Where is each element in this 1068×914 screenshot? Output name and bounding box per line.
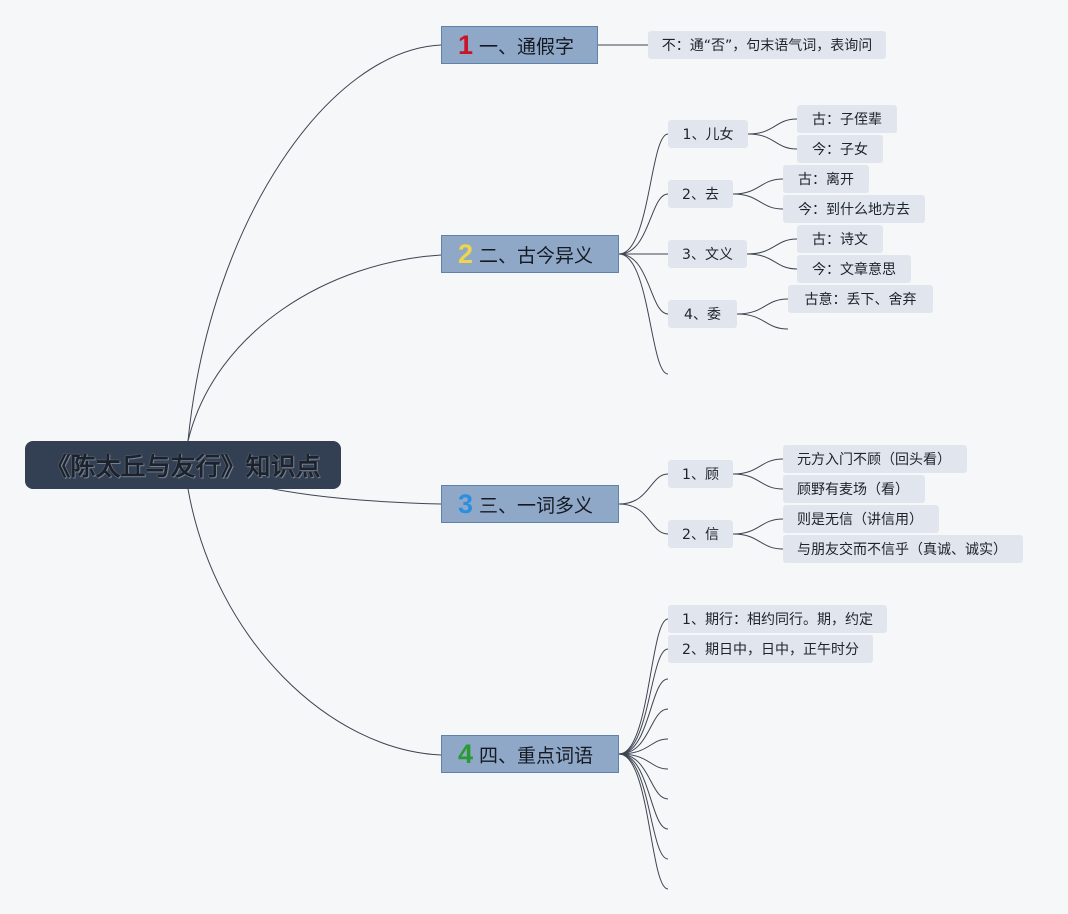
number-1-icon: 1 xyxy=(458,29,474,60)
subtopic-label: 1、顾 xyxy=(682,467,719,483)
branch-yiciduoyi[interactable]: 3 三、一词多义 xyxy=(441,485,619,523)
leaf-qirizhong[interactable]: 2、期日中，日中，正午时分 xyxy=(668,635,873,663)
leaf-label: 古意：丢下、舍弃 xyxy=(804,292,917,308)
branch-label: 二、古今异义 xyxy=(479,244,594,267)
leaf-qu-jin[interactable]: 今：到什么地方去 xyxy=(783,195,925,223)
number-4-icon: 4 xyxy=(458,738,474,769)
leaf-qixing[interactable]: 1、期行：相约同行。期，约定 xyxy=(668,605,887,633)
branch-gujinyiyi[interactable]: 2 二、古今异义 xyxy=(441,235,619,273)
root-topic-label: 《陈太丘与友行》知识点 xyxy=(45,452,321,481)
branch-label: 三、一词多义 xyxy=(479,494,594,517)
subtopic-xin[interactable]: 2、信 xyxy=(668,520,733,548)
leaf-ernv-jin[interactable]: 今：子女 xyxy=(797,135,883,163)
leaf-wenyi-jin[interactable]: 今：文章意思 xyxy=(797,255,911,283)
branch-label: 四、重点词语 xyxy=(479,744,594,767)
leaf-label: 与朋友交而不信乎（真诚、诚实） xyxy=(797,542,1007,558)
subtopic-label: 1、儿女 xyxy=(682,127,734,143)
leaf-label: 2、期日中，日中，正午时分 xyxy=(682,642,859,658)
leaf-xin-2[interactable]: 与朋友交而不信乎（真诚、诚实） xyxy=(783,535,1023,563)
branch-label: 一、通假字 xyxy=(479,35,575,58)
subtopic-wenyi[interactable]: 3、文义 xyxy=(668,240,747,268)
leaf-label: 不：通“否”，句末语气词，表询问 xyxy=(661,38,873,54)
leaf-label: 古：子侄辈 xyxy=(812,112,882,128)
leaf-wenyi-gu[interactable]: 古：诗文 xyxy=(797,225,883,253)
leaf-qu-gu[interactable]: 古：离开 xyxy=(783,165,869,193)
subtopic-ernv[interactable]: 1、儿女 xyxy=(668,120,748,148)
leaf-label: 今：到什么地方去 xyxy=(798,202,910,218)
number-2-icon: 2 xyxy=(458,238,474,269)
leaf-label: 元方入门不顾（回头看） xyxy=(797,452,951,468)
leaf-gu-2[interactable]: 顾野有麦场（看） xyxy=(783,475,925,503)
subtopic-wei[interactable]: 4、委 xyxy=(668,300,737,328)
leaf-label: 今：文章意思 xyxy=(812,262,896,278)
subtopic-label: 4、委 xyxy=(684,307,721,323)
leaf-label: 古：离开 xyxy=(798,172,854,188)
subtopic-label: 2、信 xyxy=(682,527,719,543)
leaf-label: 今：子女 xyxy=(812,142,868,158)
subtopic-qu[interactable]: 2、去 xyxy=(668,180,733,208)
leaf-label: 顾野有麦场（看） xyxy=(797,482,909,498)
leaf-gu-1[interactable]: 元方入门不顾（回头看） xyxy=(783,445,967,473)
leaf-label: 古：诗文 xyxy=(812,232,868,248)
subtopic-gu[interactable]: 1、顾 xyxy=(668,460,733,488)
subtopic-label: 3、文义 xyxy=(682,247,733,263)
root-topic[interactable]: 《陈太丘与友行》知识点 xyxy=(25,441,341,489)
leaf-xin-1[interactable]: 则是无信（讲信用） xyxy=(783,505,939,533)
branch-tongjiazi[interactable]: 1 一、通假字 xyxy=(441,26,598,64)
number-3-icon: 3 xyxy=(458,488,474,519)
leaf-label: 则是无信（讲信用） xyxy=(797,512,923,528)
leaf-wei-guyi[interactable]: 古意：丢下、舍弃 xyxy=(788,285,933,313)
branch-zhongdianciyu[interactable]: 4 四、重点词语 xyxy=(441,735,619,773)
subtopic-label: 2、去 xyxy=(682,187,719,203)
leaf-label: 1、期行：相约同行。期，约定 xyxy=(682,612,873,628)
leaf-ernv-gu[interactable]: 古：子侄辈 xyxy=(797,105,897,133)
leaf-tongjiazi-bu[interactable]: 不：通“否”，句末语气词，表询问 xyxy=(648,31,886,59)
